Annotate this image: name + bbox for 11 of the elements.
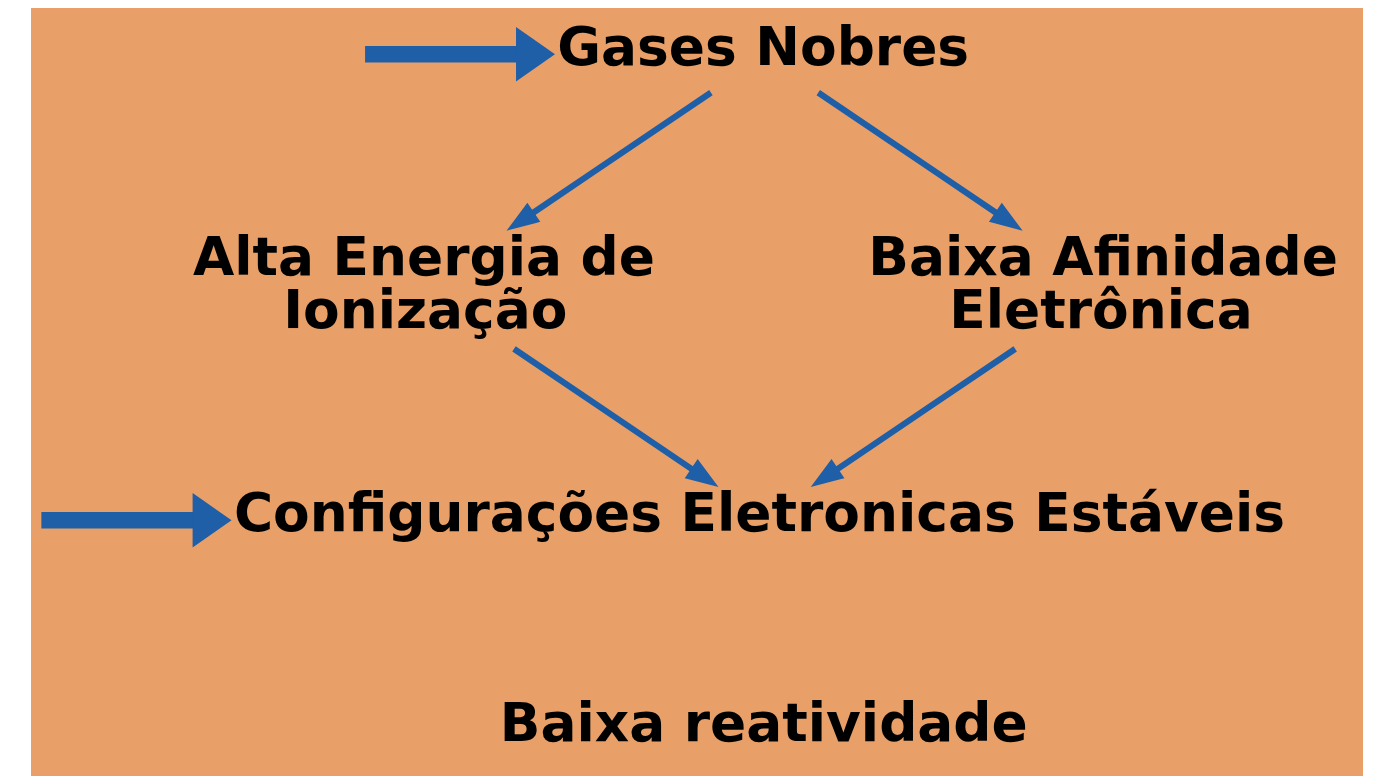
arrow bbox=[506, 90, 713, 231]
label: Baixa reatividade bbox=[499, 690, 1028, 754]
arrow bbox=[810, 346, 1017, 488]
arrow bbox=[364, 27, 555, 82]
arrow bbox=[816, 90, 1023, 231]
arrow bbox=[511, 346, 718, 488]
node-text: Gases Nobres bbox=[556, 15, 969, 79]
arrow bbox=[40, 493, 232, 548]
node-text: Configurações Eletronicas Estáveis bbox=[233, 481, 1285, 545]
node-text: Baixa Afinidade Eletrônica bbox=[867, 224, 1338, 341]
node-text: Alta Energia de Ionização bbox=[192, 224, 655, 341]
